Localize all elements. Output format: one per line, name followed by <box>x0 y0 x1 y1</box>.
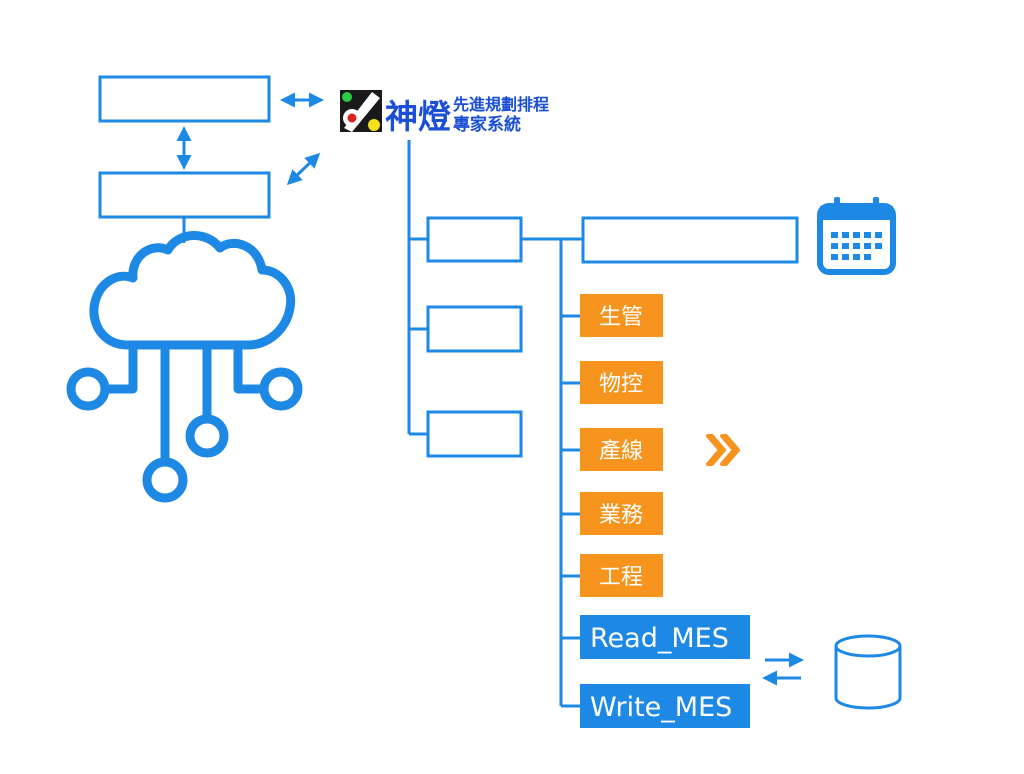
top-left-box <box>98 75 271 123</box>
read-mes-box: Read_MES <box>580 615 750 659</box>
schedule-box <box>581 216 799 264</box>
department-box-production-line: 產線 <box>580 428 663 471</box>
write-mes-label: Write_MES <box>590 692 732 723</box>
department-box-material-control: 物控 <box>580 361 663 404</box>
mes-list: Read_MES Write_MES <box>580 615 750 728</box>
logo-subtitle-line2: 專家系統 <box>453 114 521 135</box>
middle-box-3 <box>426 410 523 458</box>
logo-subtitle-line1: 先進規劃排程 <box>453 95 549 114</box>
department-label: 生管 <box>599 305 643 330</box>
right-tree <box>559 216 799 708</box>
middle-box-2 <box>426 305 523 353</box>
write-mes-box: Write_MES <box>580 684 750 728</box>
department-label: 業務 <box>599 503 643 528</box>
department-label: 工程 <box>599 565 643 590</box>
database-icon <box>834 634 902 710</box>
second-left-box <box>98 171 271 219</box>
middle-box-1 <box>426 216 523 263</box>
department-label: 物控 <box>599 372 643 397</box>
department-list: 生管 物控 產線 業務 工程 <box>580 294 663 597</box>
department-box-production-control: 生管 <box>580 294 663 337</box>
logo: 神燈 先進規劃排程 專家系統 <box>340 90 549 136</box>
logo-icon <box>340 90 382 132</box>
left-boxes <box>98 75 324 243</box>
department-box-engineering: 工程 <box>580 554 663 597</box>
diagonal-logo-arrow <box>286 152 321 186</box>
middle-tree <box>407 140 583 458</box>
read-mes-label: Read_MES <box>590 623 729 654</box>
department-label: 產線 <box>599 439 643 464</box>
calendar-icon <box>817 197 896 275</box>
cloud-network-icon <box>66 231 303 503</box>
double-chevron-right-icon <box>706 434 740 466</box>
data-exchange-arrows <box>762 652 804 686</box>
department-box-sales: 業務 <box>580 492 663 535</box>
logo-title: 神燈 <box>385 97 451 136</box>
